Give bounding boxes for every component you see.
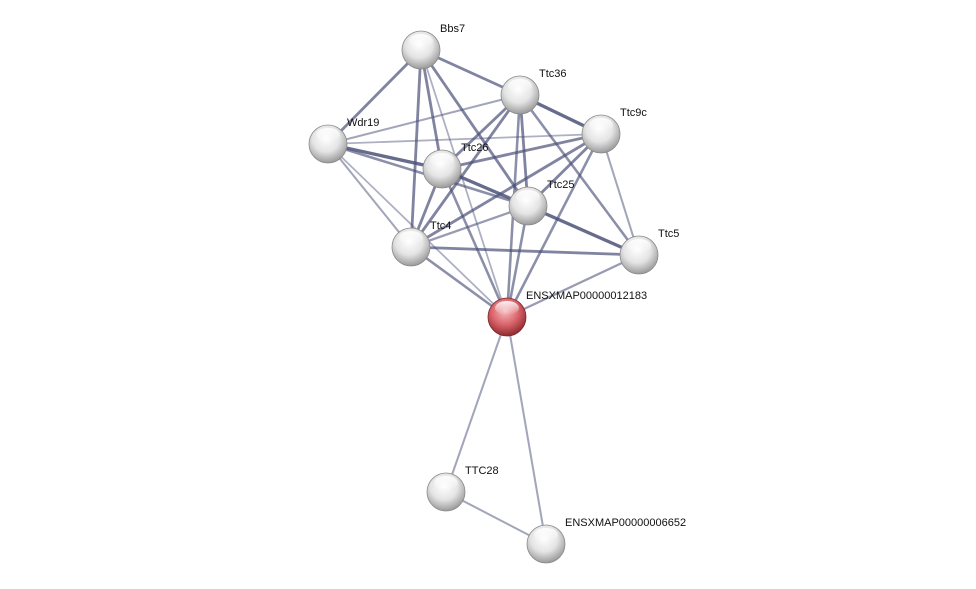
node-TTC28[interactable]: TTC28 (426, 465, 499, 512)
node-label: ENSXMAP00000012183 (526, 290, 647, 302)
edge-Bbs7-Q12183[interactable] (420, 49, 508, 318)
edge-Ttc25-Ttc4[interactable] (410, 204, 529, 249)
sphere-highlight (409, 34, 433, 48)
edge-Ttc4-Q12183[interactable] (410, 245, 508, 319)
sphere-highlight (627, 239, 651, 253)
node-label: Wdr19 (347, 117, 379, 129)
node-Ttc5[interactable]: Ttc5 (619, 228, 679, 275)
sphere-highlight (534, 528, 558, 542)
node-label: Ttc25 (547, 179, 575, 191)
edge-Wdr19-Ttc26[interactable] (327, 142, 443, 171)
edge-Ttc9c-Ttc26[interactable] (441, 132, 602, 171)
edge-Bbs7-Ttc26[interactable] (419, 49, 444, 170)
sphere-highlight (508, 79, 532, 93)
edge-Ttc36-Ttc4[interactable] (409, 94, 522, 248)
edge-Ttc4-Ttc5[interactable] (410, 245, 640, 257)
node-label: Ttc26 (461, 142, 489, 154)
node-label: ENSXMAP00000006652 (565, 517, 686, 529)
node-label: Ttc4 (430, 220, 451, 232)
edge-Bbs7-Ttc4[interactable] (409, 49, 423, 248)
node-label: TTC28 (465, 465, 499, 477)
sphere-highlight (399, 231, 423, 245)
edge-Ttc9c-Ttc4[interactable] (410, 132, 602, 249)
sphere-highlight (316, 128, 340, 142)
node-label: Ttc5 (658, 228, 679, 240)
edge-Bbs7-Wdr19[interactable] (326, 49, 423, 145)
node-Ttc36[interactable]: Ttc36 (500, 68, 567, 115)
node-Ttc9c[interactable]: Ttc9c (581, 107, 647, 154)
edge-Ttc25-Ttc5[interactable] (527, 204, 640, 257)
node-Ttc26[interactable]: Ttc26 (422, 142, 489, 189)
sphere-highlight (430, 153, 454, 167)
node-label: Ttc9c (620, 107, 647, 119)
edge-Wdr19-Ttc9c[interactable] (327, 133, 602, 145)
sphere-highlight (516, 190, 540, 204)
sphere-highlight (495, 301, 519, 315)
node-label: Bbs7 (440, 23, 465, 35)
sphere-highlight (434, 476, 458, 490)
edge-Ttc9c-Ttc5[interactable] (600, 133, 640, 256)
node-label: Ttc36 (539, 68, 567, 80)
edge-Q12183-TTC28[interactable] (445, 316, 508, 493)
node-Bbs7[interactable]: Bbs7 (401, 23, 465, 70)
edge-Q12183-Q6652[interactable] (505, 316, 548, 545)
edge-Wdr19-Ttc4[interactable] (327, 143, 412, 248)
node-Q12183[interactable]: ENSXMAP00000012183 (487, 290, 647, 337)
edge-Ttc5-Q12183[interactable] (506, 253, 640, 319)
edge-Ttc26-Q12183[interactable] (440, 168, 509, 318)
edge-Ttc36-Wdr19[interactable] (327, 94, 521, 145)
node-Ttc25[interactable]: Ttc25 (508, 179, 575, 226)
node-Wdr19[interactable]: Wdr19 (308, 117, 379, 164)
node-Q6652[interactable]: ENSXMAP00000006652 (526, 517, 686, 564)
edge-Ttc9c-Q12183[interactable] (505, 133, 603, 318)
sphere-highlight (589, 118, 613, 132)
edge-Bbs7-Ttc25[interactable] (419, 49, 530, 207)
node-Ttc4[interactable]: Ttc4 (391, 220, 451, 267)
